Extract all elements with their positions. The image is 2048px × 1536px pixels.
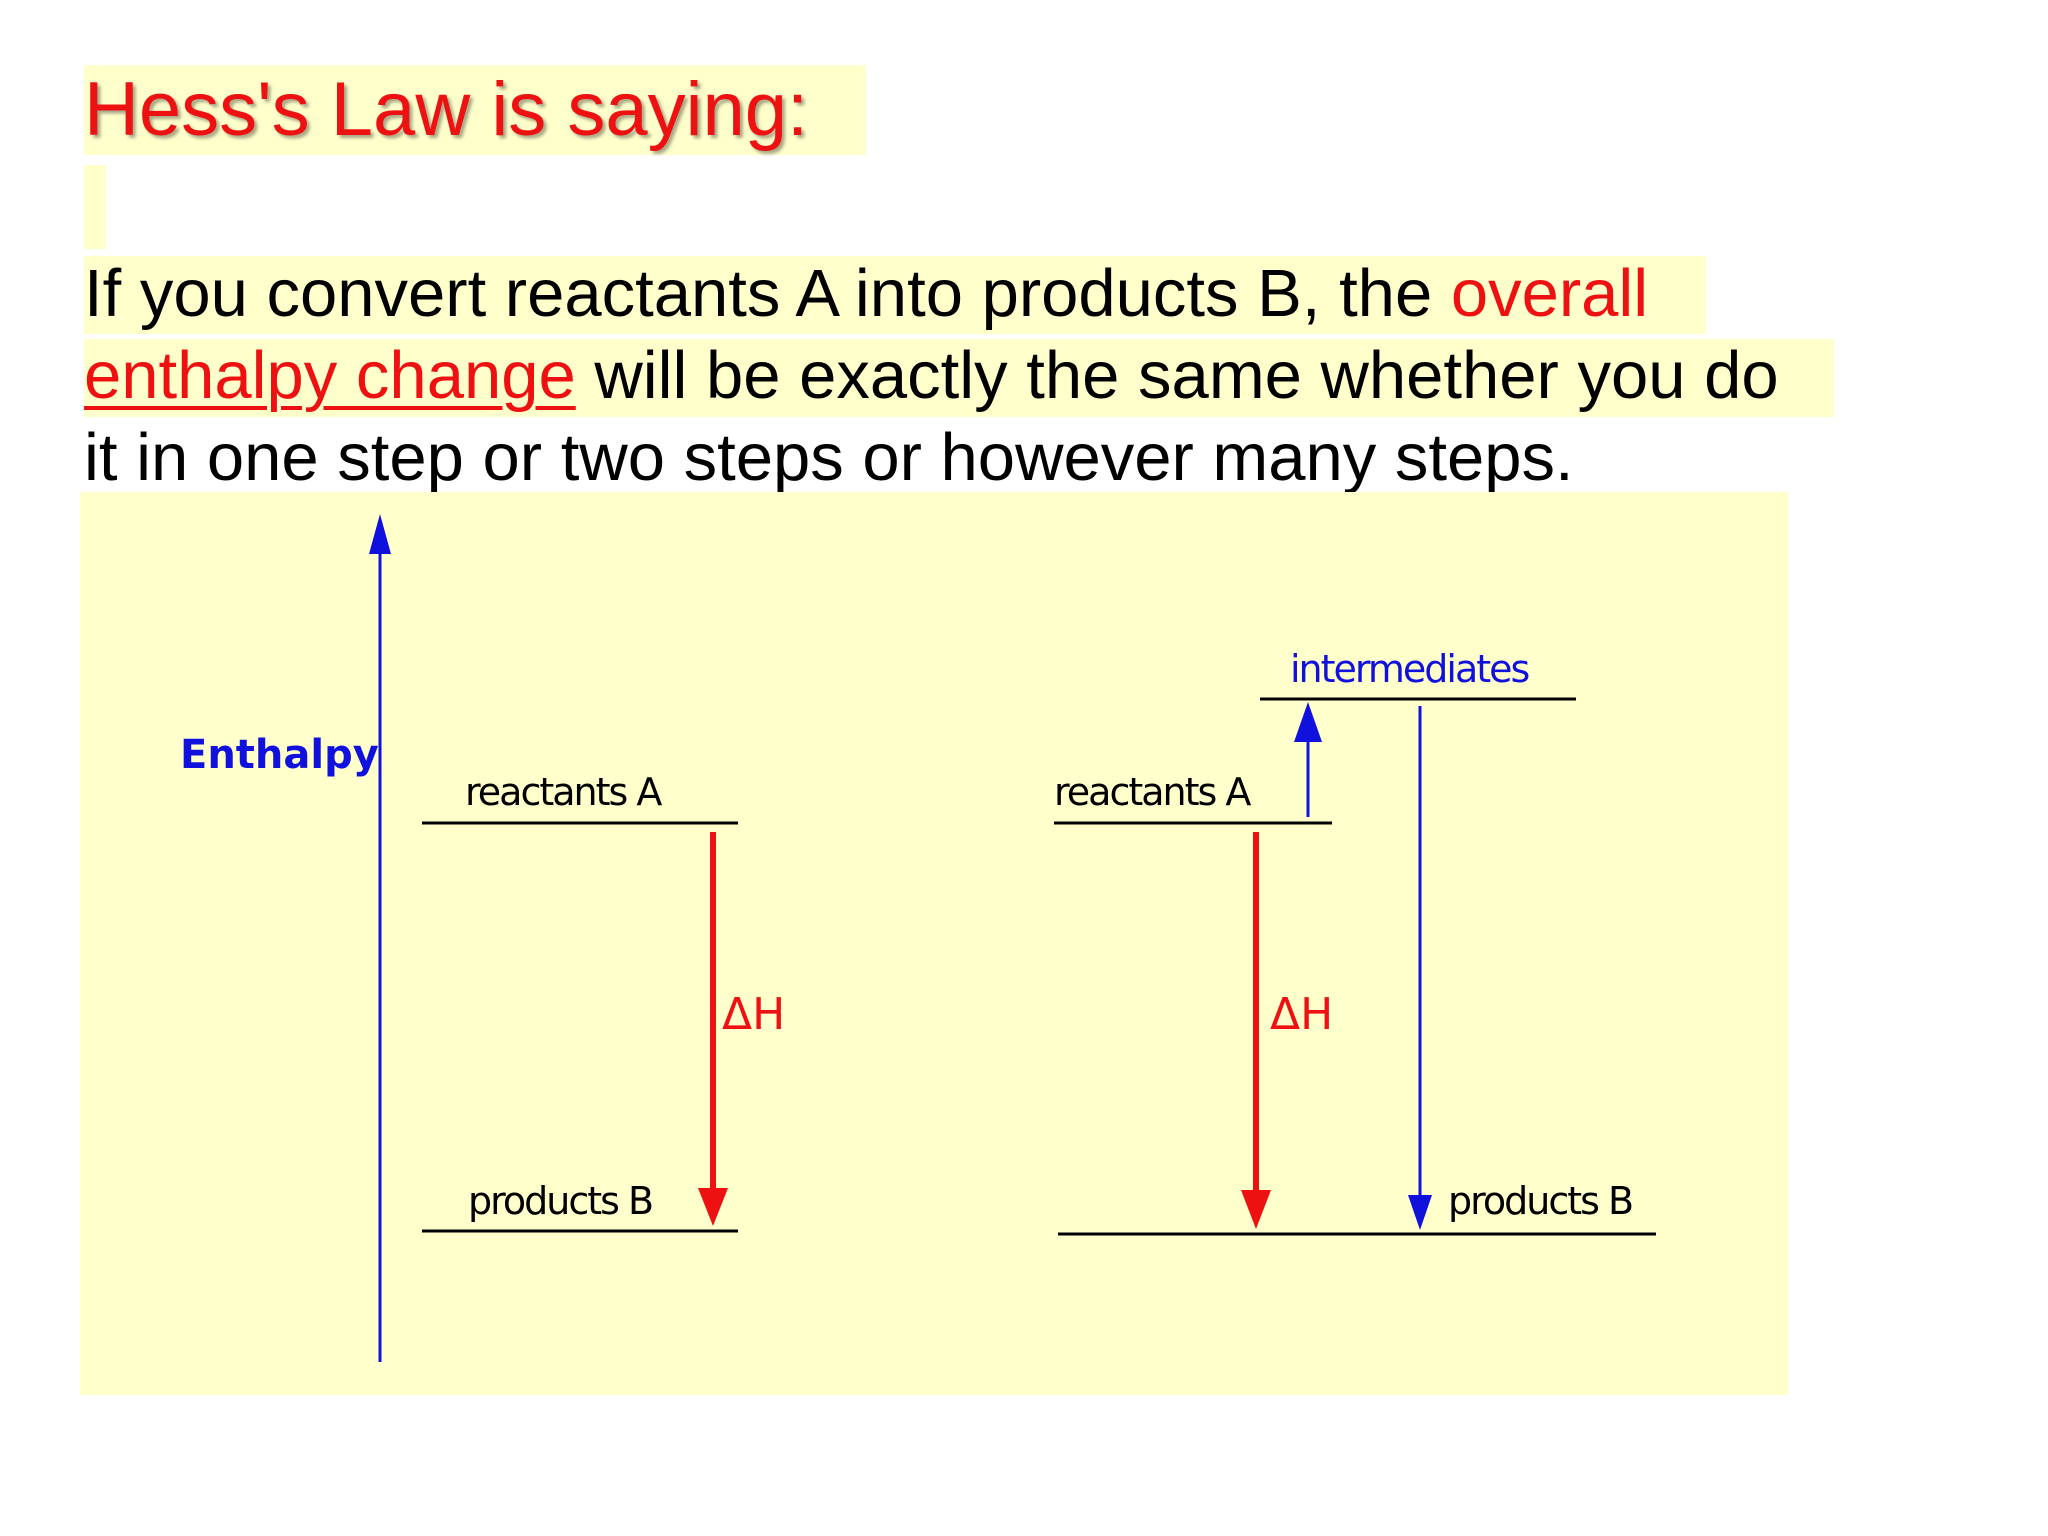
- step1-arrowhead-icon: [1294, 702, 1322, 742]
- line1-text: If you convert reactants A into products…: [84, 256, 1451, 331]
- right-reactants-label: reactants A: [1054, 770, 1251, 814]
- line3-background: [84, 421, 1624, 499]
- paragraph-line-3: it in one step or two steps or however m…: [84, 417, 1574, 499]
- left-reactants-label: reactants A: [465, 770, 662, 814]
- left-products-label: products B: [468, 1179, 652, 1223]
- line2-highlight: [84, 339, 1834, 417]
- intermediates-label: intermediates: [1290, 647, 1529, 691]
- enthalpy-change-link[interactable]: enthalpy change: [84, 338, 576, 413]
- step2-arrowhead-icon: [1408, 1195, 1432, 1230]
- enthalpy-diagram: Enthalpy reactants A products B ΔH inter…: [80, 492, 1788, 1395]
- slide-title: Hess's Law is saying:: [84, 67, 809, 152]
- left-delta-h-label: ΔH: [722, 989, 785, 1040]
- line1-highlight: [84, 256, 1706, 334]
- enthalpy-diagram-svg: Enthalpy reactants A products B ΔH inter…: [180, 514, 1656, 1362]
- right-delta-h-label: ΔH: [1270, 989, 1333, 1040]
- enthalpy-axis-label: Enthalpy: [180, 732, 379, 778]
- paragraph-line-1: If you convert reactants A into products…: [84, 253, 1648, 335]
- right-delta-h-arrowhead-icon: [1241, 1190, 1271, 1229]
- left-delta-h-arrowhead-icon: [698, 1188, 728, 1226]
- paragraph-line-2: enthalpy change will be exactly the same…: [84, 335, 1779, 417]
- line2-text: will be exactly the same whether you do: [575, 338, 1779, 413]
- overall-highlight: overall: [1450, 256, 1649, 331]
- line3-text: it in one step or two steps or however m…: [84, 420, 1574, 495]
- highlight-spacer: [84, 165, 106, 249]
- right-products-label: products B: [1448, 1179, 1632, 1223]
- enthalpy-axis-arrowhead-icon: [369, 514, 391, 554]
- title-highlight: Hess's Law is saying:: [84, 65, 866, 155]
